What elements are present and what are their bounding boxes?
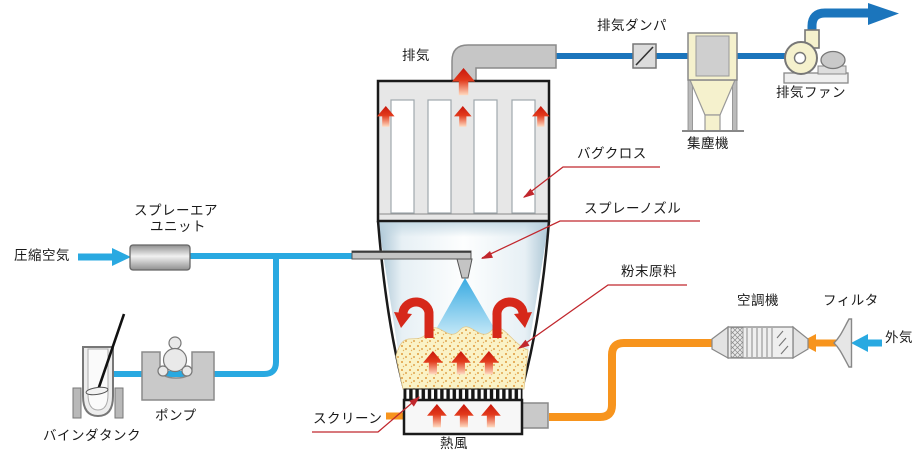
exhaust-duct	[451, 44, 557, 85]
spray-nozzle-tip	[456, 258, 473, 279]
bag-filters	[390, 99, 536, 214]
label-powder-material: 粉末原料	[621, 264, 677, 280]
label-compressed-air: 圧縮空気	[14, 248, 70, 264]
circulation-arrowhead-right	[514, 312, 532, 328]
circulation-arrowhead-left	[394, 312, 412, 328]
powder-annotation-line	[518, 284, 687, 349]
annotation-arrowheads	[409, 188, 535, 407]
label-air-conditioner: 空調機	[737, 293, 779, 309]
label-screen: スクリーン	[313, 411, 383, 427]
label-exhaust: 排気	[402, 48, 430, 64]
exhaust-fan	[783, 29, 849, 84]
binder-tank	[72, 313, 126, 419]
outside-air-arrow	[851, 334, 882, 352]
dust-collector	[682, 32, 744, 132]
spray-air-unit	[129, 244, 191, 271]
label-outside-air: 外気	[885, 330, 913, 346]
spray-cone	[431, 278, 500, 338]
label-bag-cloth: バグクロス	[577, 146, 647, 162]
liquid-piping	[78, 253, 356, 377]
label-filter: フィルタ	[823, 293, 879, 309]
exhaust-out-arrowhead	[868, 3, 899, 25]
stirrer-rod	[96, 313, 126, 391]
bagcloth-annotation-line	[523, 166, 660, 198]
label-exhaust-fan: 排気ファン	[776, 85, 846, 101]
label-pump: ポンプ	[155, 408, 197, 424]
label-spray-nozzle: スプレーノズル	[584, 201, 682, 217]
label-exhaust-damper: 排気ダンパ	[597, 18, 667, 34]
hot-air-plenum	[402, 398, 549, 436]
label-hot-air: 熱風	[440, 436, 468, 452]
screen-annotation-line	[312, 396, 420, 433]
label-spray-air-unit-line2: ユニット	[150, 219, 206, 235]
label-dust-collector: 集塵機	[687, 136, 729, 152]
label-spray-air-unit-line1: スプレーエア	[134, 203, 218, 219]
exhaust-damper	[632, 43, 657, 69]
label-binder-tank: バインダタンク	[43, 428, 141, 444]
circulation-arrows	[398, 297, 528, 338]
air-conditioner	[711, 325, 809, 360]
stirrer-blade	[85, 386, 109, 396]
spray-nozzle-annotation-line	[481, 220, 700, 259]
intake-filter	[833, 318, 853, 368]
compressed-air-arrowhead	[112, 248, 131, 266]
screen-band	[403, 388, 523, 401]
pump	[141, 336, 215, 401]
exhaust-piping	[556, 8, 870, 59]
annotation-lines	[312, 166, 700, 433]
fan-motor	[820, 50, 846, 70]
spray-lance	[351, 250, 473, 279]
